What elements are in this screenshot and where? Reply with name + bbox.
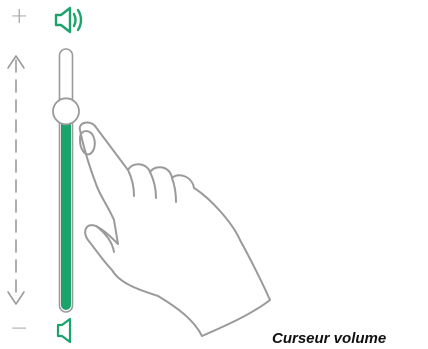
pointing-hand-icon xyxy=(80,123,270,336)
up-down-arrow xyxy=(8,56,24,304)
arrow-down-icon xyxy=(8,292,24,304)
slider-knob[interactable] xyxy=(53,98,79,124)
caption: Curseur volume xyxy=(272,330,386,347)
speaker-loud-icon xyxy=(56,8,81,32)
speaker-quiet-icon xyxy=(58,319,70,342)
volume-slider[interactable] xyxy=(53,49,79,312)
slider-fill xyxy=(61,111,71,310)
